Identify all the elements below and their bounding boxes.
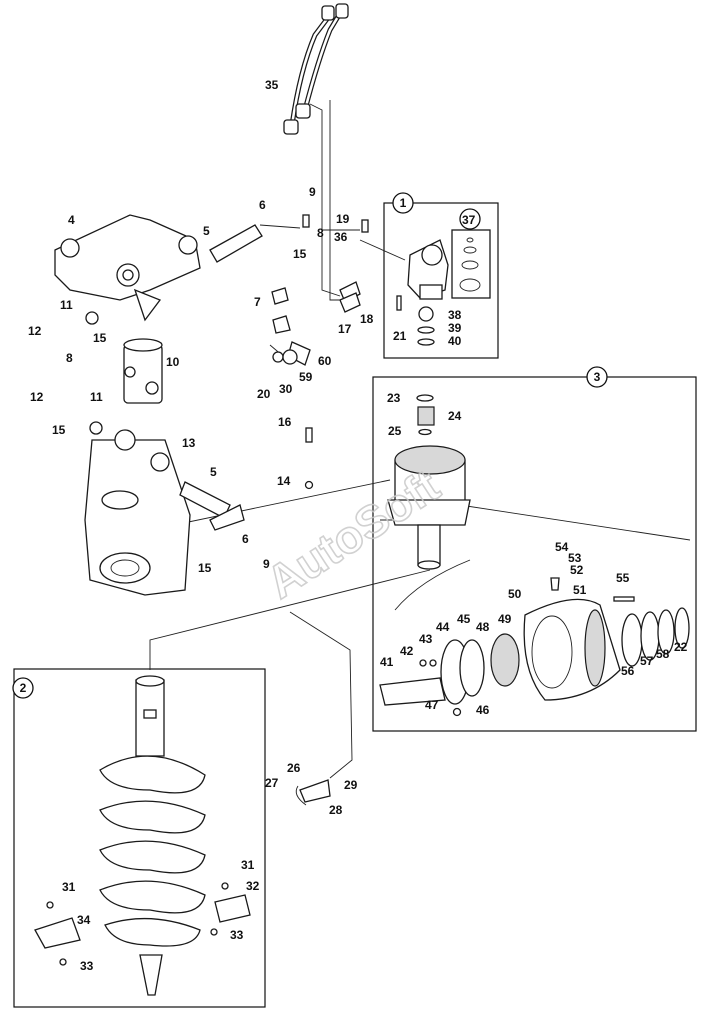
part-label: 29 <box>344 778 358 792</box>
part-label: 6 <box>259 198 266 212</box>
group-box-3 <box>372 376 697 732</box>
part-label: 11 <box>90 390 103 404</box>
part-label: 30 <box>279 382 293 396</box>
part-label: 58 <box>656 647 670 661</box>
part-label: 15 <box>93 331 107 345</box>
group-ref-label: 2 <box>20 681 27 695</box>
part-label: 14 <box>277 474 291 488</box>
part-label: 12 <box>30 390 44 404</box>
group-ref-label: 1 <box>400 196 407 210</box>
part-label: 48 <box>476 620 490 634</box>
part-label: 43 <box>419 632 433 646</box>
hydraulic-hoses <box>283 3 349 135</box>
part-label: 46 <box>476 703 490 717</box>
part-label: 17 <box>338 322 352 336</box>
drive-frame <box>84 429 191 596</box>
part-label: 25 <box>388 424 402 438</box>
part-label: 56 <box>621 664 635 678</box>
pin-clip <box>295 779 331 806</box>
part-label: 31 <box>62 880 76 894</box>
part-label: 38 <box>448 308 462 322</box>
part-label: 7 <box>254 295 261 309</box>
part-label: 32 <box>246 879 260 893</box>
mounting-bracket <box>54 214 201 322</box>
part-label: 5 <box>203 224 210 238</box>
part-labels: 4 5 5 6 6 7 8 8 9 9 10 11 11 12 12 13 14… <box>28 78 688 973</box>
part-label: 36 <box>334 230 348 244</box>
group-ref-circle <box>12 677 34 699</box>
part-label: 4 <box>68 213 75 227</box>
pins <box>179 224 263 531</box>
part-label: 35 <box>265 78 279 92</box>
part-label: 9 <box>263 557 270 571</box>
part-label: 12 <box>28 324 42 338</box>
part-label: 24 <box>448 409 462 423</box>
part-label: 6 <box>242 532 249 546</box>
part-label: 15 <box>52 423 66 437</box>
part-label: 8 <box>317 226 324 240</box>
part-label: 41 <box>380 655 394 669</box>
gearbox <box>387 394 471 570</box>
part-label: 55 <box>616 571 630 585</box>
part-label: 11 <box>60 298 73 312</box>
hydraulic-motor <box>396 229 491 346</box>
part-label: 47 <box>425 698 439 712</box>
group-ref-label: 3 <box>594 370 601 384</box>
part-label: 42 <box>400 644 414 658</box>
part-label: 10 <box>166 355 180 369</box>
part-label: 31 <box>241 858 255 872</box>
part-label: 33 <box>230 928 244 942</box>
part-label: 34 <box>77 913 91 927</box>
part-label: 27 <box>265 776 279 790</box>
part-label: 40 <box>448 334 462 348</box>
part-label: 21 <box>393 329 407 343</box>
part-label: 28 <box>329 803 343 817</box>
connection-lines <box>149 100 691 779</box>
part-label: 15 <box>293 247 307 261</box>
part-label: 22 <box>674 640 688 654</box>
part-label: 49 <box>498 612 512 626</box>
part-label: 44 <box>436 620 450 634</box>
part-label: 37 <box>462 213 476 227</box>
part-label: 52 <box>570 563 584 577</box>
part-label: 8 <box>66 351 73 365</box>
swivel-tube <box>123 338 163 404</box>
gearbox-exploded <box>379 577 690 717</box>
group-ref-circle <box>392 192 414 214</box>
part-label: 9 <box>309 185 316 199</box>
part-label: 23 <box>387 391 401 405</box>
part-label: 53 <box>568 551 582 565</box>
group-box-2 <box>13 668 266 1008</box>
part-label: 60 <box>318 354 332 368</box>
part-label: 39 <box>448 321 462 335</box>
part-label: 15 <box>198 561 212 575</box>
part-label: 16 <box>278 415 292 429</box>
part-label: 19 <box>336 212 350 226</box>
part-label: 26 <box>287 761 301 775</box>
part-label: 50 <box>508 587 522 601</box>
part-label: 59 <box>299 370 313 384</box>
part-label: 33 <box>80 959 94 973</box>
part-label: 13 <box>182 436 196 450</box>
part-label: 45 <box>457 612 471 626</box>
auger <box>34 675 251 996</box>
part-label: 51 <box>573 583 587 597</box>
group-ref-circle <box>586 366 608 388</box>
part-label: 54 <box>555 540 569 554</box>
fittings <box>85 214 369 490</box>
group-refs: 1 2 3 <box>12 192 608 699</box>
kit-ref-circle <box>459 208 481 230</box>
part-label: 18 <box>360 312 374 326</box>
part-label: 20 <box>257 387 271 401</box>
part-label: 5 <box>210 465 217 479</box>
group-box-1 <box>383 202 499 359</box>
part-label: 57 <box>640 654 654 668</box>
